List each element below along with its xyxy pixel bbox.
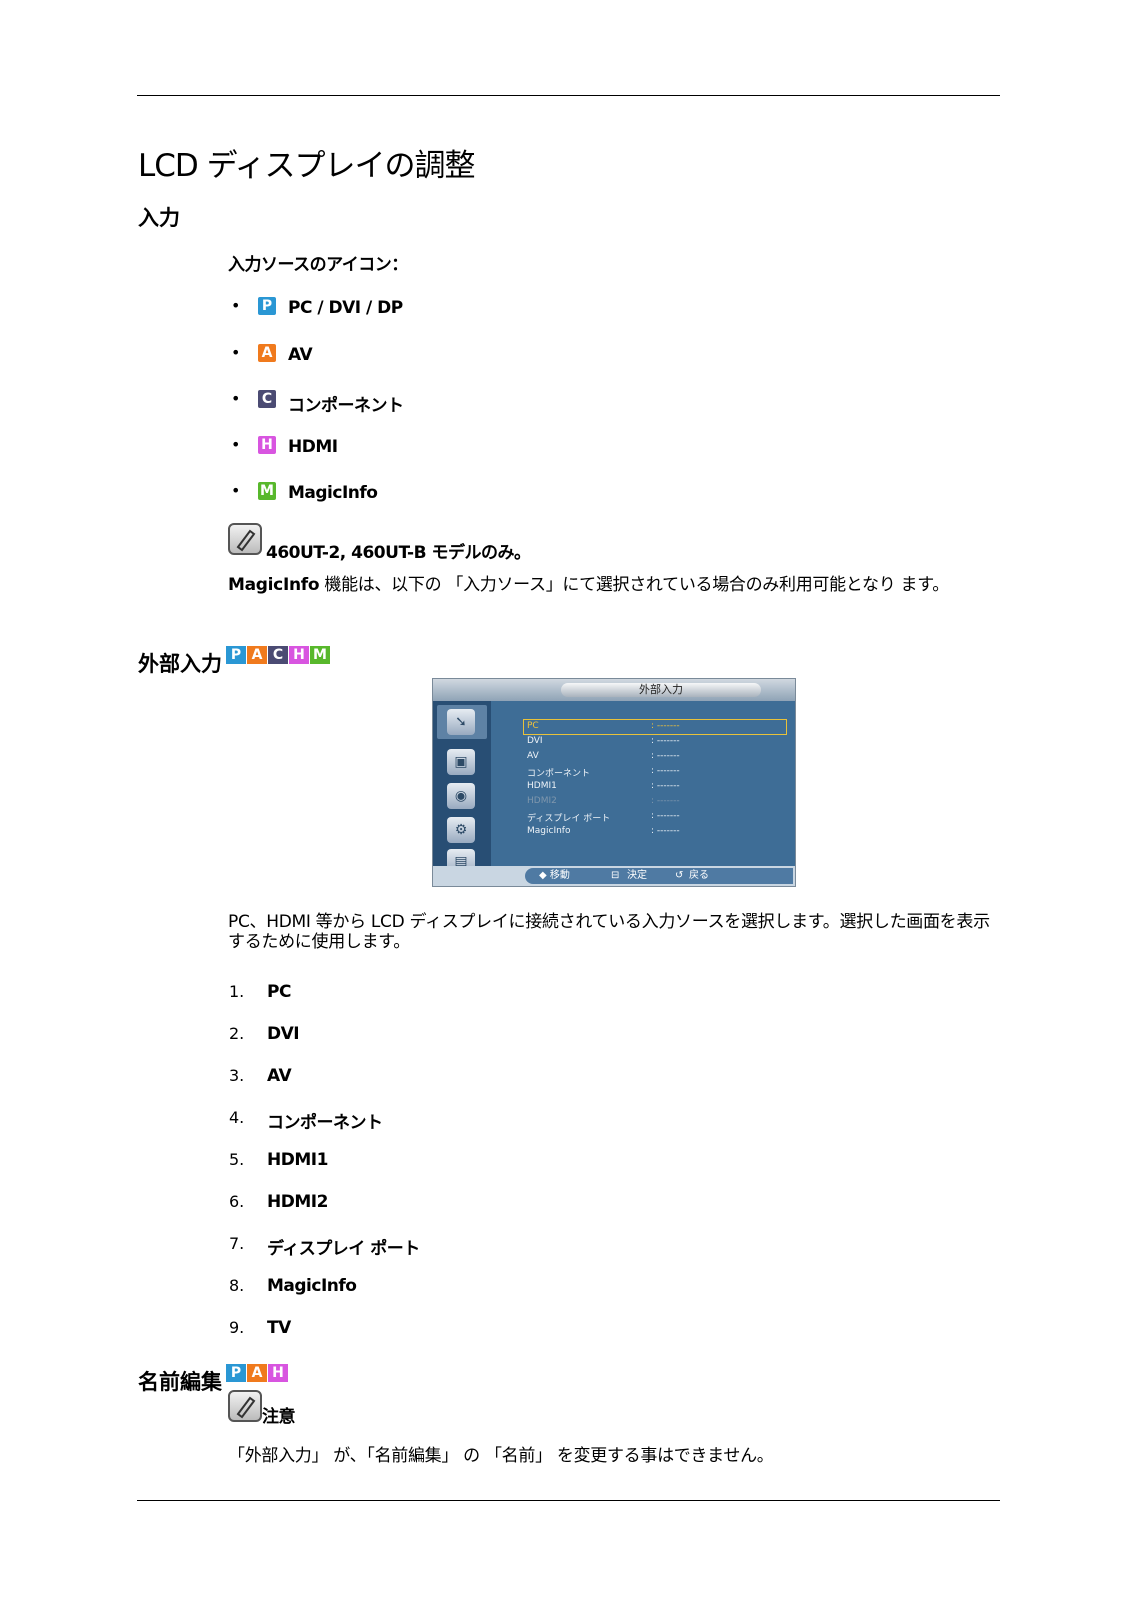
osd-row-label: HDMI2 xyxy=(527,796,557,806)
osd-row-label: ディスプレイ ポート xyxy=(527,814,611,824)
osd-row-value: : ------- xyxy=(651,781,680,791)
source-item: AV xyxy=(288,345,313,365)
bullet: • xyxy=(231,481,241,500)
magicinfo-text: 機能は、以下の 「入力ソース」にて選択されている場合のみ利用可能となり ます。 xyxy=(319,575,949,595)
list-item: AV xyxy=(267,1066,292,1086)
list-number: 7. xyxy=(229,1234,245,1253)
list-item: MagicInfo xyxy=(267,1276,357,1296)
osd-header: 外部入力 xyxy=(433,679,795,701)
osd-row-value: : ------- xyxy=(651,811,680,821)
h-badge-icon: H xyxy=(268,1364,288,1382)
top-rule xyxy=(137,95,1000,96)
osd-move-hint: ◆ 移動 xyxy=(539,870,570,881)
osd-title: 外部入力 xyxy=(561,683,761,697)
osd-row-label: コンポーネント xyxy=(527,769,591,779)
osd-enter-hint: 決定 xyxy=(627,870,647,881)
setup-menu-icon: ⚙ xyxy=(447,817,475,843)
list-item: PC xyxy=(267,982,291,1002)
edit-name-description: 「外部入力」 が、「名前編集」 の 「名前」 を変更する事はできません。 xyxy=(228,1446,774,1466)
osd-footer-bar: ◆ 移動 ⊟ 決定 ↺ 戻る xyxy=(525,868,793,884)
list-number: 8. xyxy=(229,1276,245,1295)
note-icon xyxy=(228,1390,262,1422)
list-number: 1. xyxy=(229,982,245,1001)
page-title: LCD ディスプレイの調整 xyxy=(138,148,475,184)
source-item: コンポーネント xyxy=(288,396,404,416)
a-badge-icon: A xyxy=(247,1364,267,1382)
list-number: 2. xyxy=(229,1024,245,1043)
bullet: • xyxy=(231,435,241,454)
h-badge-icon: H xyxy=(289,646,309,664)
list-item: ディスプレイ ポート xyxy=(267,1239,420,1259)
note-model-only: 460UT-2, 460UT-B モデルのみ。 xyxy=(266,543,531,563)
source-badges: P A C H M xyxy=(226,646,330,664)
bullet: • xyxy=(231,296,241,315)
sound-menu-icon: ◉ xyxy=(447,783,475,809)
note-icon xyxy=(228,523,262,555)
p-badge-icon: P xyxy=(226,646,246,664)
osd-row-value: : ------- xyxy=(651,736,680,746)
osd-footer: ◆ 移動 ⊟ 決定 ↺ 戻る xyxy=(433,866,795,886)
enter-icon: ⊟ xyxy=(611,870,620,881)
list-item: TV xyxy=(267,1318,291,1338)
list-item: DVI xyxy=(267,1024,300,1044)
osd-row-value: : ------- xyxy=(651,721,680,731)
c-badge-icon: C xyxy=(268,646,288,664)
list-number: 4. xyxy=(229,1108,245,1127)
input-menu-icon: ➘ xyxy=(447,709,475,735)
source-item: HDMI xyxy=(288,437,338,457)
a-badge-icon: A xyxy=(258,344,276,362)
osd-row-value: : ------- xyxy=(651,751,680,761)
list-number: 6. xyxy=(229,1192,245,1211)
osd-row-label: DVI xyxy=(527,736,543,746)
section-heading-input: 入力 xyxy=(138,206,180,230)
osd-source-menu: 外部入力 ➘ ▣ ◉ ⚙ ▤ PC : ------- DVI : ------… xyxy=(432,678,796,887)
bullet: • xyxy=(231,343,241,362)
p-badge-icon: P xyxy=(226,1364,246,1382)
osd-back-hint: 戻る xyxy=(689,870,709,881)
bullet: • xyxy=(231,389,241,408)
picture-menu-icon: ▣ xyxy=(447,749,475,775)
osd-row-label: PC xyxy=(527,721,539,731)
section-heading-edit-name: 名前編集 xyxy=(138,1370,222,1394)
osd-selection-box xyxy=(523,719,787,735)
list-number: 3. xyxy=(229,1066,245,1085)
c-badge-icon: C xyxy=(258,390,276,408)
osd-row-value: : ------- xyxy=(651,766,680,776)
list-number: 5. xyxy=(229,1150,245,1169)
a-badge-icon: A xyxy=(247,646,267,664)
return-icon: ↺ xyxy=(675,870,684,881)
list-item: HDMI2 xyxy=(267,1192,328,1212)
p-badge-icon: P xyxy=(258,297,276,315)
section-heading-source: 外部入力 xyxy=(138,652,222,676)
osd-row-label: MagicInfo xyxy=(527,826,571,836)
list-item: コンポーネント xyxy=(267,1113,383,1133)
source-item: MagicInfo xyxy=(288,483,378,503)
note-label: 注意 xyxy=(262,1407,296,1427)
osd-row-value: : ------- xyxy=(651,826,680,836)
list-number: 9. xyxy=(229,1318,245,1337)
osd-sidebar: ➘ ▣ ◉ ⚙ ▤ xyxy=(433,701,491,875)
osd-row-label: AV xyxy=(527,751,539,761)
osd-row-label: HDMI1 xyxy=(527,781,557,791)
source-icons-intro: 入力ソースのアイコン： xyxy=(228,255,408,275)
edit-name-badges: P A H xyxy=(226,1364,288,1382)
list-item: HDMI1 xyxy=(267,1150,328,1170)
h-badge-icon: H xyxy=(258,436,276,454)
m-badge-icon: M xyxy=(310,646,330,664)
magicinfo-term: MagicInfo xyxy=(228,575,320,595)
magicinfo-paragraph: MagicInfo 機能は、以下の 「入力ソース」にて選択されている場合のみ利用… xyxy=(228,575,998,595)
osd-row-value: : ------- xyxy=(651,796,680,806)
bottom-rule xyxy=(137,1500,1000,1501)
source-description: PC、HDMI 等から LCD ディスプレイに接続されている入力ソースを選択しま… xyxy=(228,912,990,952)
m-badge-icon: M xyxy=(258,482,276,500)
source-item: PC / DVI / DP xyxy=(288,298,403,318)
